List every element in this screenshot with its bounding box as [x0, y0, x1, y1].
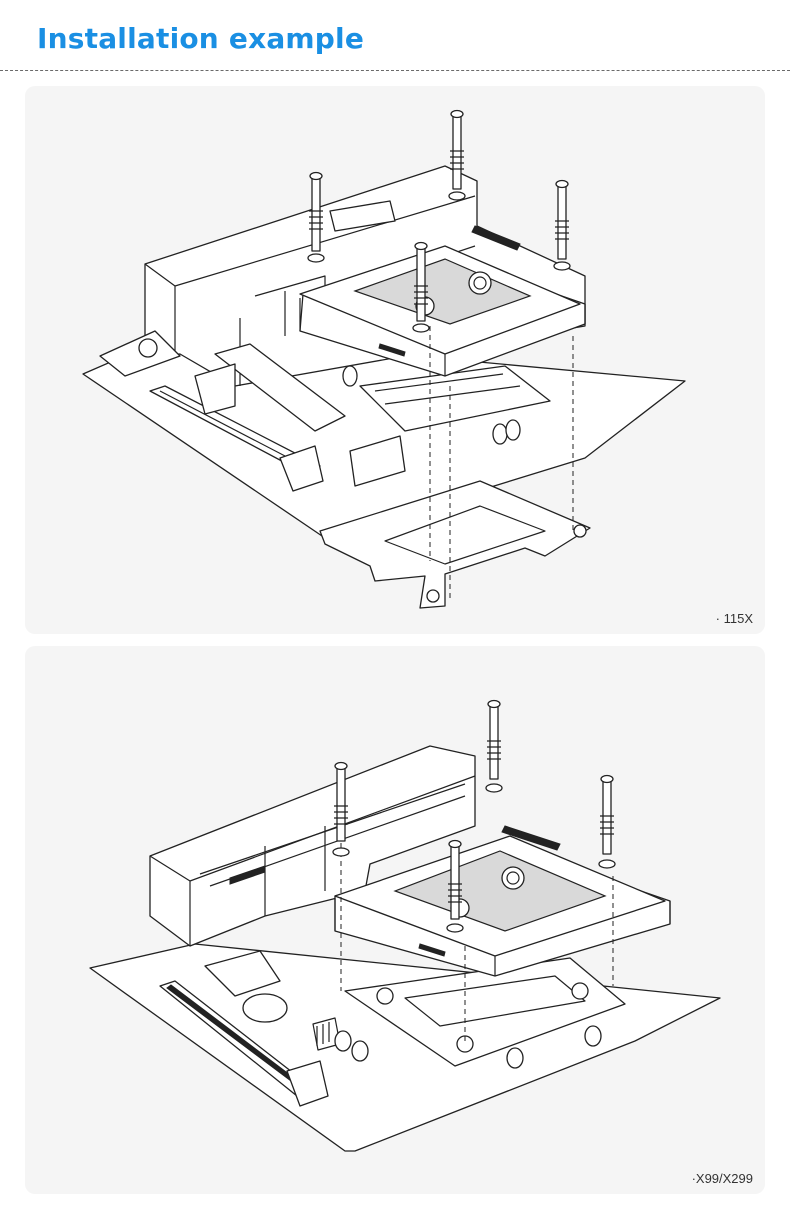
water-block-inlay: [393, 850, 607, 932]
illustration-115x: [82, 109, 686, 609]
installation-panel-x99-x299: ·X99/X299: [25, 646, 765, 1194]
brand-plate: [329, 200, 396, 232]
screw-4: [412, 241, 430, 333]
dimm-slots: [204, 950, 281, 997]
socket-label-x99-x299: ·X99/X299: [691, 1171, 753, 1186]
inlet-port: [501, 866, 525, 890]
block-logo: [471, 225, 521, 251]
vrm-heatsink: [149, 745, 476, 947]
m2-slot: [214, 343, 346, 432]
illustration-x99-x299: [89, 699, 721, 1152]
screw-4: [446, 839, 464, 933]
cpu-socket: [359, 365, 551, 432]
inlet-port: [468, 271, 492, 295]
screw-1: [332, 761, 350, 857]
screw-3: [598, 774, 616, 869]
dashed-divider: [0, 70, 790, 71]
cmos-battery: [242, 993, 288, 1023]
motherboard-outline: [82, 333, 686, 539]
motherboard-outline: [89, 943, 721, 1152]
backplate: [319, 480, 591, 609]
installation-panel-115x: · 115X: [25, 86, 765, 634]
socket-label-115x: · 115X: [715, 611, 753, 626]
chipset-block: [349, 435, 406, 487]
screw-3: [553, 179, 571, 271]
screw-2: [485, 699, 503, 793]
screw-2: [448, 109, 466, 201]
screw-1: [307, 171, 325, 263]
page-title: Installation example: [37, 22, 365, 55]
block-logo: [501, 825, 561, 851]
